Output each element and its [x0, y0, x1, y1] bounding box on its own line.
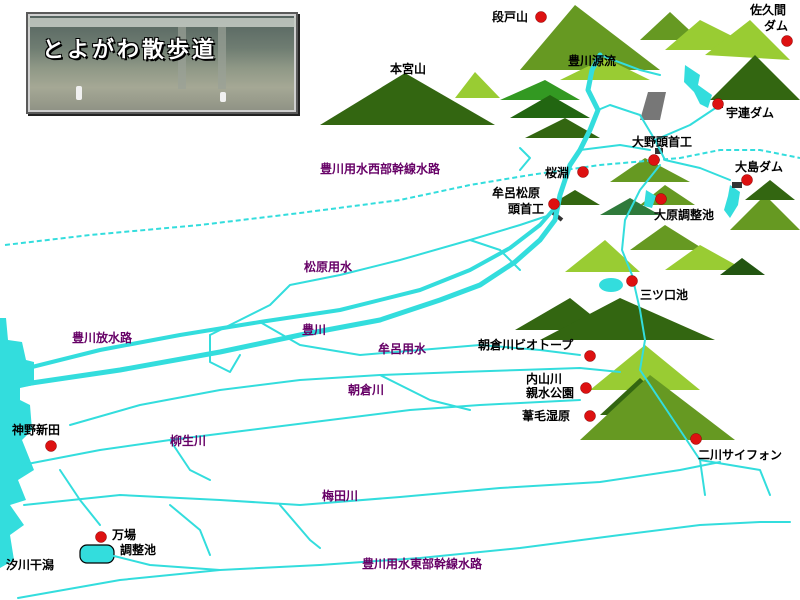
label-ono-touko: 大野頭首工 [632, 135, 693, 149]
marker-ohara [655, 193, 667, 205]
label-sakurabuchi: 桜淵 [545, 166, 570, 180]
label-murokatsu-2: 頭首工 [508, 202, 545, 216]
marker-jinno [45, 440, 57, 452]
bay-water [0, 318, 34, 568]
label-asakura-river: 朝倉川 [348, 383, 385, 397]
label-hosuiro: 豊川放水路 [72, 331, 133, 345]
marker-uchiyama [580, 382, 592, 394]
label-toyokawa: 豊川 [302, 323, 327, 337]
marker-sakuma [781, 35, 793, 47]
marker-murokatsu [548, 198, 560, 210]
label-west-canal: 豊川用水西部幹線水路 [320, 162, 441, 176]
west-canal [4, 149, 800, 246]
markers [45, 11, 793, 543]
person-graphic [220, 92, 226, 102]
label-sakuma-2: ダム [764, 19, 789, 33]
marker-ono [648, 154, 660, 166]
oshima-dam-lake [724, 185, 740, 218]
marker-dantoyama [535, 11, 547, 23]
uren-dam-lake [684, 65, 712, 108]
label-jinno: 神野新田 [12, 423, 61, 437]
label-ige: 葦毛湿原 [522, 409, 571, 423]
label-mitsukuchi: 三ツ口池 [640, 288, 689, 302]
label-asakura-biotope: 朝倉川ビオトープ [478, 338, 574, 352]
label-yagyu-river: 柳生川 [170, 434, 207, 448]
waterways [15, 52, 791, 599]
marker-manba [95, 531, 107, 543]
label-shiokawa: 汐川干潟 [6, 558, 55, 572]
label-manba-2: 調整池 [120, 543, 157, 557]
marker-asakura [584, 350, 596, 362]
label-muro-canal: 牟呂用水 [378, 342, 427, 356]
label-uren-dam: 宇連ダム [726, 106, 775, 120]
bridge-graphic [28, 18, 296, 27]
title-banner: とよがわ散歩道 [26, 12, 298, 114]
marker-ige [584, 410, 596, 422]
label-uchiyama-1: 内山川 [526, 372, 563, 386]
label-matsubara-canal: 松原用水 [304, 260, 353, 274]
marker-sakurabuchi [577, 166, 589, 178]
label-futakawa: 二川サイフォン [698, 448, 783, 462]
ohara-pond [644, 190, 656, 208]
label-oshima-dam: 大島ダム [735, 160, 784, 174]
manba-pond [79, 544, 115, 564]
label-dantoyama: 段戸山 [492, 10, 529, 24]
label-umeda-river: 梅田川 [322, 489, 359, 503]
page-title: とよがわ散歩道 [42, 38, 218, 63]
label-hongusan: 本宮山 [390, 62, 427, 76]
label-ohara: 大原調整池 [654, 208, 715, 222]
marker-uren [712, 98, 724, 110]
marker-futakawa [690, 433, 702, 445]
label-manba-1: 万場 [112, 528, 137, 542]
person-graphic [76, 86, 82, 100]
label-sakuma-1: 佐久間 [750, 3, 787, 17]
label-east-canal: 豊川用水東部幹線水路 [362, 557, 483, 571]
label-toyokawa-genryu: 豊川源流 [568, 54, 617, 68]
label-murokatsu-1: 牟呂松原 [492, 186, 541, 200]
marker-oshima [741, 174, 753, 186]
label-uchiyama-2: 親水公園 [526, 386, 575, 400]
mountains [320, 5, 800, 440]
marker-mitsukuchi [626, 275, 638, 287]
mitsukuchi-pond [599, 278, 623, 292]
